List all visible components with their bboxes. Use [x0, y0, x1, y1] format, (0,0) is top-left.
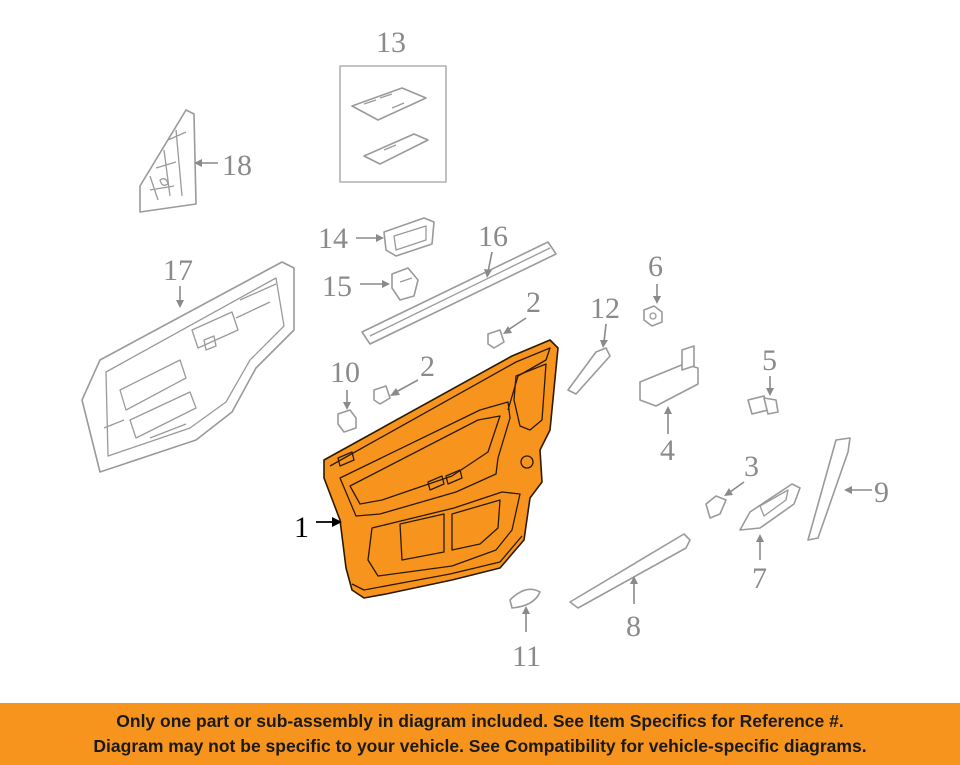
- callout-13: 13: [376, 26, 406, 59]
- arrow-10: [343, 402, 351, 410]
- callout-15: 15: [322, 270, 352, 303]
- notice-line-1: Only one part or sub-assembly in diagram…: [116, 711, 844, 731]
- callout-16: 16: [478, 220, 508, 253]
- leader-16: [487, 251, 493, 273]
- part-1-door-trim-panel: [323, 339, 559, 599]
- arrow-18: [194, 159, 202, 167]
- callout-14: 14: [318, 222, 348, 255]
- part-18-mirror-trim: [139, 109, 197, 213]
- arrow-12: [600, 340, 608, 348]
- arrow-5: [766, 388, 774, 396]
- callout-7: 7: [752, 562, 767, 595]
- part-3-clip: [705, 495, 727, 519]
- callout-2a: 2: [420, 350, 435, 383]
- callout-2b: 2: [526, 286, 541, 319]
- part-5-bolt: [747, 395, 779, 415]
- callout-8: 8: [626, 610, 641, 643]
- arrow-7: [756, 534, 764, 542]
- part-9-trim-strip: [807, 437, 851, 541]
- leader-3: [729, 481, 745, 493]
- arrow-1: [332, 517, 342, 527]
- leader-12: [603, 323, 607, 343]
- callout-5: 5: [762, 344, 777, 377]
- callout-3: 3: [744, 450, 759, 483]
- callout-1: 1: [294, 511, 309, 544]
- arrow-2b: [503, 326, 512, 334]
- arrow-14: [376, 234, 384, 242]
- arrow-9: [844, 486, 852, 494]
- callout-9: 9: [874, 476, 889, 509]
- arrow-8: [630, 576, 638, 584]
- part-7-inside-handle: [739, 483, 801, 531]
- callout-6: 6: [648, 250, 663, 283]
- callout-18: 18: [222, 149, 252, 182]
- part-15-bracket: [391, 267, 419, 301]
- part-14-handle-bezel: [383, 217, 435, 257]
- part-17-door-inner: [81, 261, 295, 473]
- arrow-11: [522, 606, 530, 614]
- part-11-plug: [509, 588, 541, 609]
- part-12-pull-handle: [567, 347, 611, 395]
- callout-10: 10: [330, 356, 360, 389]
- leader-2a: [395, 379, 419, 393]
- arrow-16: [484, 269, 492, 278]
- part-2-retainer-right: [487, 329, 505, 349]
- part-13-window-switch: [339, 65, 447, 183]
- leader-2b: [507, 317, 527, 331]
- part-4-armrest-bracket: [639, 345, 699, 407]
- arrow-17: [176, 300, 184, 308]
- callout-4: 4: [660, 434, 675, 467]
- part-8-molding: [569, 533, 691, 609]
- part-10-clip: [337, 409, 357, 433]
- arrow-4: [664, 406, 672, 414]
- callout-11: 11: [512, 640, 541, 673]
- arrow-3: [724, 488, 733, 496]
- arrow-6: [653, 296, 661, 304]
- callout-17: 17: [163, 254, 193, 287]
- part-6-nut: [643, 305, 663, 327]
- notice-banner: Only one part or sub-assembly in diagram…: [0, 703, 960, 765]
- part-2-retainer-left: [373, 385, 391, 405]
- callout-12: 12: [590, 292, 620, 325]
- arrow-15: [382, 280, 390, 288]
- notice-line-2: Diagram may not be specific to your vehi…: [93, 736, 867, 756]
- arrow-2a: [390, 388, 400, 396]
